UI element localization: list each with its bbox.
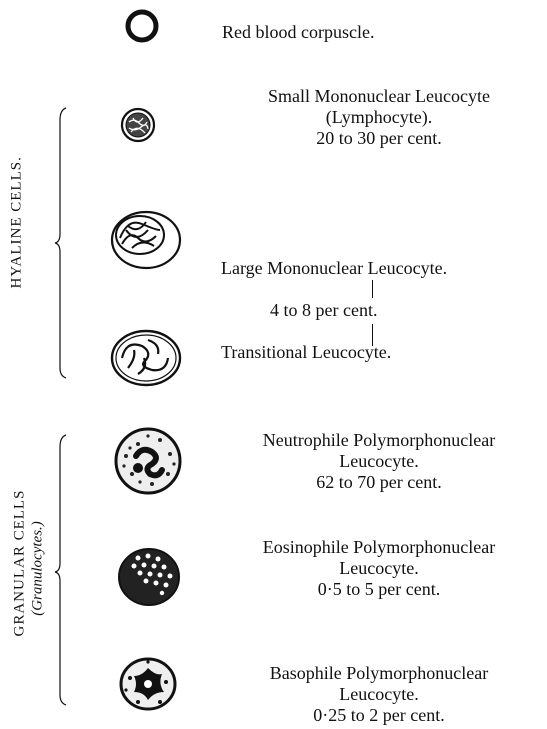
granular-bracket: [54, 433, 68, 707]
transitional-leucocyte-icon: [108, 328, 184, 388]
red-blood-corpuscle-icon: [124, 8, 160, 44]
percent-connector-top: [372, 280, 373, 298]
neutrophile-percent: 62 to 70 per cent.: [214, 472, 544, 493]
shared-percent-label: 4 to 8 per cent.: [270, 300, 377, 321]
neutrophile-name: Neutrophile Polymorphonuclear: [214, 430, 544, 451]
large-mononuclear-icon: [108, 208, 184, 272]
eosinophile-name: Eosinophile Polymorphonuclear: [214, 537, 544, 558]
basophile-label: Basophile Polymorphonuclear Leucocyte. 0…: [214, 663, 544, 726]
basophile-percent: 0·25 to 2 per cent.: [214, 705, 544, 726]
small-mononuclear-alt-name: (Lymphocyte).: [214, 107, 544, 128]
neutrophile-name-2: Leucocyte.: [214, 451, 544, 472]
basophile-icon: [118, 656, 178, 712]
hyaline-cells-label: HYALINE CELLS.: [9, 179, 26, 289]
eosinophile-percent: 0·5 to 5 per cent.: [214, 579, 544, 600]
eosinophile-name-2: Leucocyte.: [214, 558, 544, 579]
neutrophile-label: Neutrophile Polymorphonuclear Leucocyte.…: [214, 430, 544, 493]
basophile-name: Basophile Polymorphonuclear: [214, 663, 544, 684]
red-blood-corpuscle-label: Red blood corpuscle.: [222, 22, 374, 43]
hyaline-bracket: [54, 106, 68, 380]
transitional-leucocyte-label: Transitional Leucocyte.: [221, 342, 391, 363]
granular-cells-label: GRANULAR CELLS: [12, 517, 29, 637]
granulocytes-label: (Granulocytes.): [30, 514, 47, 624]
large-mononuclear-label: Large Mononuclear Leucocyte.: [221, 258, 447, 279]
small-mononuclear-name: Small Mononuclear Leucocyte: [214, 86, 544, 107]
small-mononuclear-icon: [119, 106, 157, 144]
eosinophile-label: Eosinophile Polymorphonuclear Leucocyte.…: [214, 537, 544, 600]
neutrophile-icon: [112, 426, 184, 496]
small-mononuclear-label: Small Mononuclear Leucocyte (Lymphocyte)…: [214, 86, 544, 149]
eosinophile-icon: [116, 546, 182, 608]
small-mononuclear-percent: 20 to 30 per cent.: [214, 128, 544, 149]
basophile-name-2: Leucocyte.: [214, 684, 544, 705]
